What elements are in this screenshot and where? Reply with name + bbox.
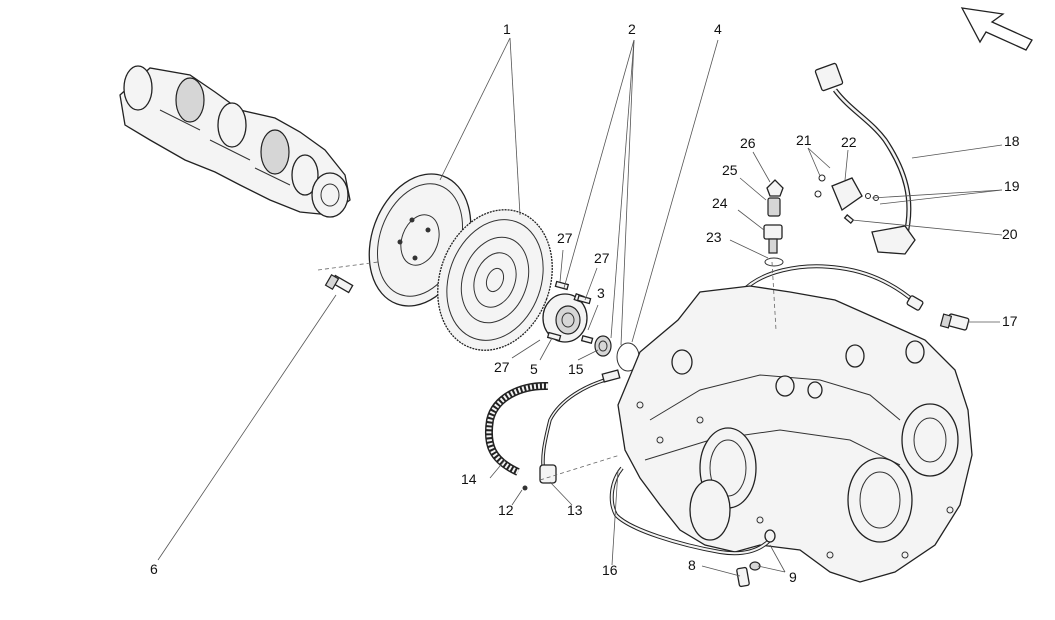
bolt-8 — [736, 561, 761, 588]
callout-9: 9 — [789, 569, 797, 585]
small-bolts-27 — [546, 280, 594, 345]
callout-20: 20 — [1002, 226, 1018, 242]
wiring-harness-18 — [814, 62, 916, 255]
callout-18: 18 — [1004, 133, 1020, 149]
callout-8: 8 — [688, 557, 696, 573]
callouts: 1 2 3 4 5 6 8 9 12 13 14 15 16 17 18 19 … — [150, 21, 1020, 585]
breather-pipe — [740, 264, 924, 311]
callout-26: 26 — [740, 135, 756, 151]
cable-13 — [522, 369, 621, 491]
clutch-ring-gear — [437, 209, 553, 351]
callout-16: 16 — [602, 562, 618, 578]
callout-24: 24 — [712, 195, 728, 211]
clutch-hub — [542, 292, 588, 343]
callout-12: 12 — [498, 502, 514, 518]
plug-17 — [939, 313, 970, 331]
callout-1: 1 — [503, 21, 511, 37]
callout-25: 25 — [722, 162, 738, 178]
callout-3: 3 — [597, 285, 605, 301]
hose-14 — [484, 381, 549, 476]
callout-2: 2 — [628, 21, 636, 37]
callout-13: 13 — [567, 502, 583, 518]
callout-27-right: 27 — [594, 250, 610, 266]
callout-21: 21 — [796, 132, 812, 148]
front-direction-arrow-icon — [960, 7, 1033, 51]
callout-23: 23 — [706, 229, 722, 245]
callout-4: 4 — [714, 21, 722, 37]
cable-16 — [609, 466, 776, 556]
bolt-6 — [324, 273, 354, 294]
transmission-housing — [617, 285, 973, 583]
callout-17: 17 — [1002, 313, 1018, 329]
seal-15 — [594, 335, 612, 357]
sensor-stack — [763, 179, 784, 267]
callout-5: 5 — [530, 361, 538, 377]
callout-22: 22 — [841, 134, 857, 150]
callout-27-top: 27 — [557, 230, 573, 246]
crankshaft — [119, 65, 351, 218]
leader-lines — [157, 37, 1003, 577]
callout-14: 14 — [461, 471, 477, 487]
callout-6: 6 — [150, 561, 158, 577]
callout-27-bottom: 27 — [494, 359, 510, 375]
callout-19: 19 — [1004, 178, 1020, 194]
callout-15: 15 — [568, 361, 584, 377]
bracket-22 — [814, 174, 879, 225]
